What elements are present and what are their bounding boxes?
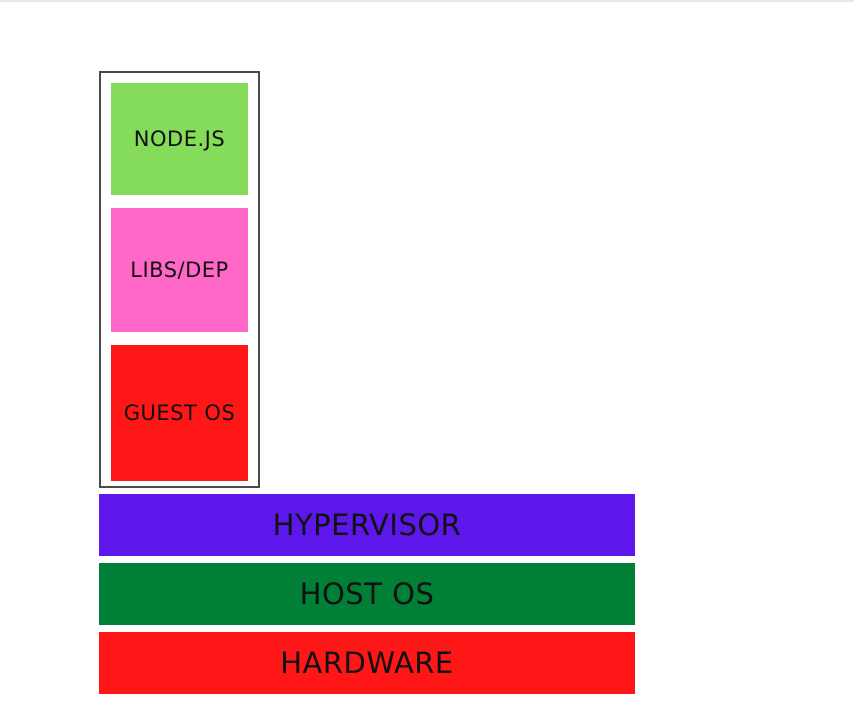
host-os-block: HOST OS — [99, 563, 635, 625]
guest-os-block: GUEST OS — [111, 345, 248, 481]
hypervisor-block: HYPERVISOR — [99, 494, 635, 556]
top-divider — [0, 0, 854, 2]
host-os-label: HOST OS — [299, 577, 435, 611]
libs-deps-block: LIBS/DEP — [111, 208, 248, 332]
hardware-label: HARDWARE — [280, 646, 454, 680]
hardware-block: HARDWARE — [99, 632, 635, 694]
nodejs-label: NODE.JS — [133, 127, 226, 151]
virtual-machine-frame — [99, 71, 260, 488]
libs-deps-label: LIBS/DEP — [130, 258, 229, 282]
nodejs-block: NODE.JS — [111, 83, 248, 195]
hypervisor-label: HYPERVISOR — [272, 508, 462, 542]
guest-os-label: GUEST OS — [123, 401, 236, 425]
